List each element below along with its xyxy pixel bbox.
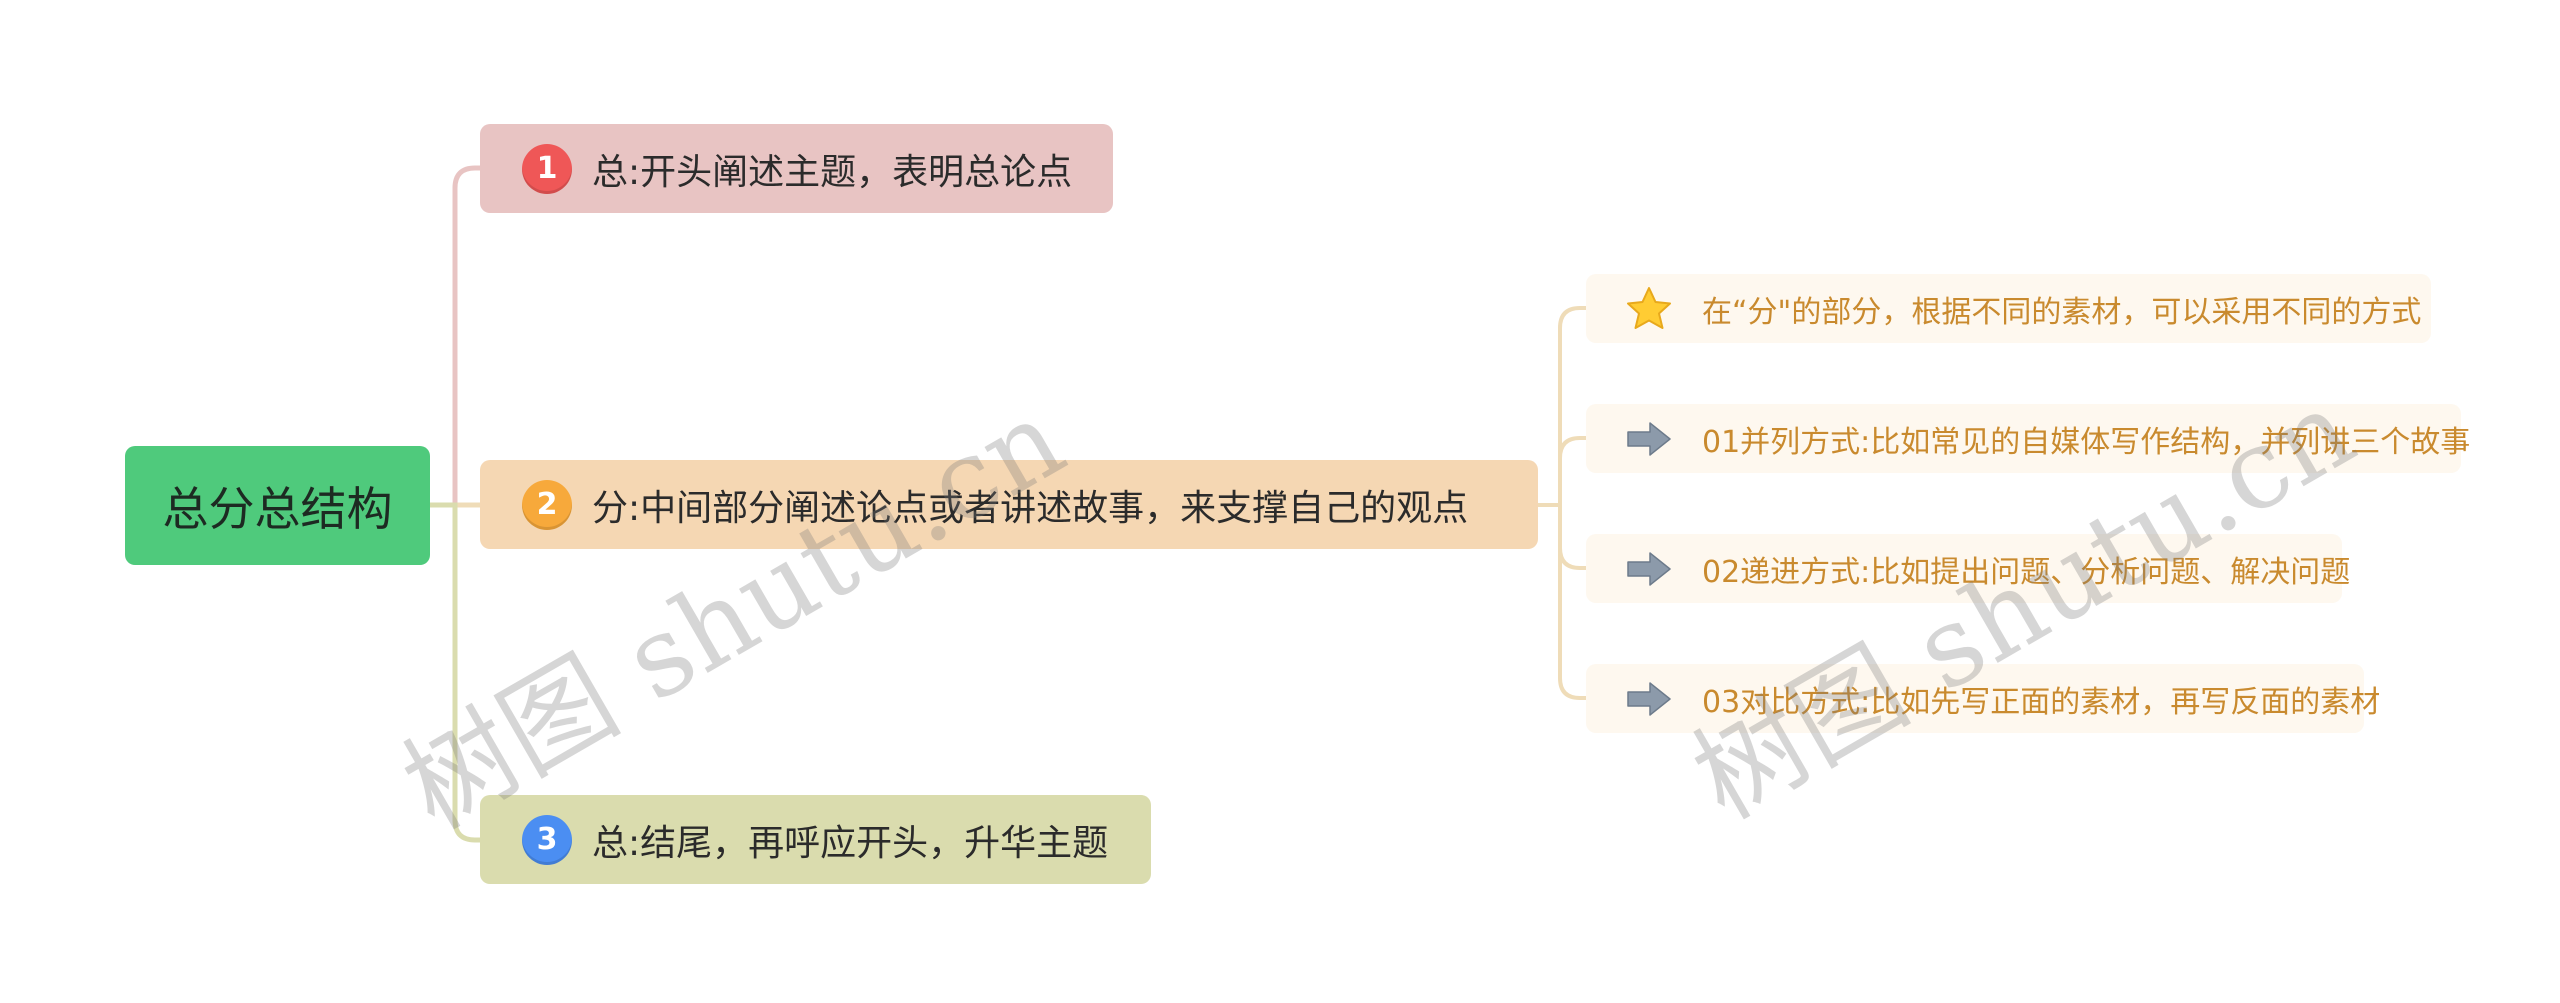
subtopic-3[interactable]: 02递进方式:比如提出问题、分析问题、解决问题 [1586,534,2350,603]
subtopic-2-label: 01并列方式:比如常见的自媒体写作结构，并列讲三个故事 [1702,424,2471,460]
branch-topic-2[interactable]: 2 分:中间部分阐述论点或者讲述故事，来支撑自己的观点 [480,460,1538,549]
branch-topic-1[interactable]: 1 总:开头阐述主题，表明总论点 [480,124,1113,213]
number-2-icon: 2 [522,479,572,530]
branch-topic-1-label: 总:开头阐述主题，表明总论点 [592,151,1073,193]
subtopic-3-label: 02递进方式:比如提出问题、分析问题、解决问题 [1702,554,2351,590]
branch-topic-3-label: 总:结尾，再呼应开头，升华主题 [592,822,1109,864]
connector-branch2-leaf1 [1538,306,1586,507]
number-1-icon: 1 [522,143,572,194]
arrow-right-icon [1627,681,1671,716]
subtopic-1-label: 在“分"的部分，根据不同的素材，可以采用不同的方式 [1702,294,2422,330]
connector-root-branch1 [430,165,480,508]
subtopic-1[interactable]: 在“分"的部分，根据不同的素材，可以采用不同的方式 [1586,274,2431,343]
branch-topic-2-label: 分:中间部分阐述论点或者讲述故事，来支撑自己的观点 [592,487,1469,529]
branch-topic-3[interactable]: 3 总:结尾，再呼应开头，升华主题 [480,795,1151,884]
star-icon [1627,286,1671,329]
subtopic-4-label: 03对比方式:比如先写正面的素材，再写反面的素材 [1702,684,2381,720]
subtopic-2[interactable]: 01并列方式:比如常见的自媒体写作结构，并列讲三个故事 [1586,404,2470,473]
arrow-right-icon [1627,551,1671,586]
connector-root-branch3 [430,502,480,843]
subtopic-4[interactable]: 03对比方式:比如先写正面的素材，再写反面的素材 [1586,664,2380,733]
root-topic-label: 总分总结构 [162,481,393,536]
arrow-right-icon [1627,421,1671,456]
number-3-icon: 3 [522,814,572,865]
connector-branch2-leaf4 [1538,503,1586,700]
connector-branch2-leaf2 [1538,436,1586,507]
root-topic[interactable]: 总分总结构 [125,446,430,565]
